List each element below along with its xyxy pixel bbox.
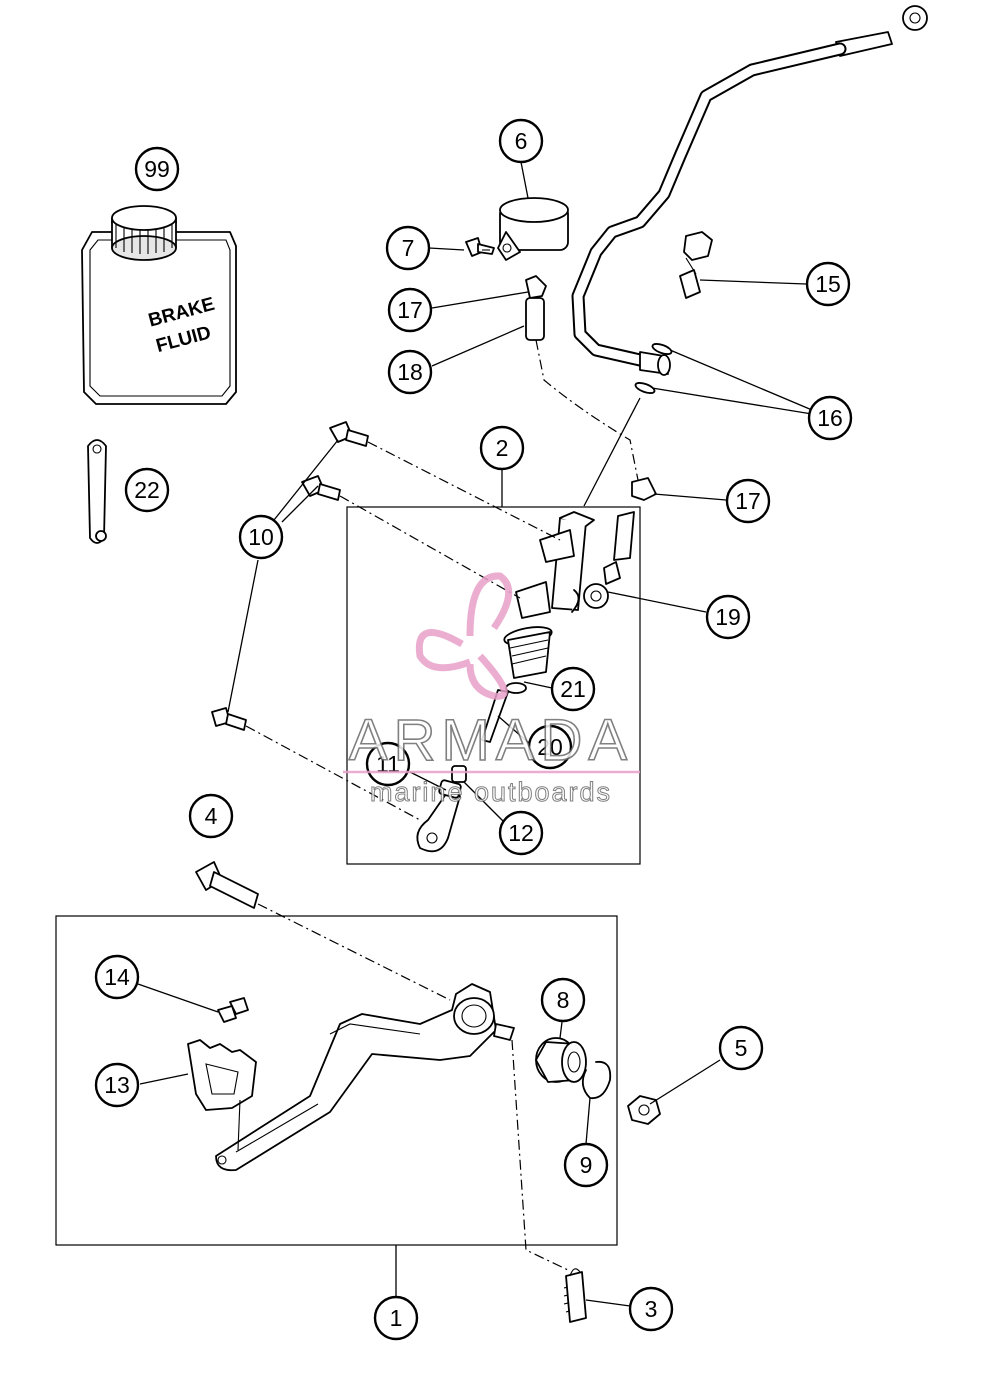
callout-10: 10 (238, 514, 284, 560)
callout-17-mid: 17 (725, 478, 771, 524)
callout-17-upper: 17 (387, 287, 433, 333)
callout-3: 3 (628, 1286, 674, 1332)
callout-21: 21 (550, 666, 596, 712)
callout-15: 15 (805, 261, 851, 307)
fluid-reservoir (497, 197, 569, 341)
bleed-screw (679, 231, 713, 299)
sealing-ring-upper (651, 343, 673, 355)
hose-connector (583, 561, 621, 609)
cotter-pin (87, 439, 107, 544)
pivot-axis (257, 903, 451, 1001)
step-screws (217, 997, 249, 1023)
callout-12: 12 (498, 810, 544, 856)
propeller-logo-icon (415, 572, 513, 700)
leader-lines (137, 161, 813, 1307)
svg-text:17: 17 (397, 297, 423, 323)
svg-text:21: 21 (560, 676, 586, 702)
svg-text:22: 22 (134, 477, 160, 503)
callout-22: 22 (124, 467, 170, 513)
bolt-axis-1 (367, 441, 561, 541)
callout-1: 1 (373, 1295, 419, 1341)
watermark: ARMADA marine outboards (343, 572, 640, 808)
master-cylinder-assembly-box (346, 506, 641, 865)
svg-text:10: 10 (248, 524, 274, 550)
circlip (581, 1060, 612, 1100)
watermark-brand: ARMADA (349, 708, 633, 773)
master-cylinder (481, 511, 595, 743)
hose-route-line (535, 339, 639, 481)
lock-nut (451, 765, 467, 783)
return-spring (563, 1268, 587, 1323)
pivot-bolt (195, 861, 259, 909)
callout-20: 20 (527, 724, 573, 770)
mounting-bolts (211, 421, 369, 731)
svg-text:7: 7 (402, 235, 415, 261)
spring-route-line (511, 1039, 569, 1271)
callout-14: 14 (94, 954, 140, 1000)
callout-11: 11 (365, 741, 411, 787)
svg-text:13: 13 (104, 1072, 130, 1098)
svg-text:16: 16 (817, 405, 843, 431)
brake-line (571, 5, 928, 376)
brake-fluid-bottle: BRAKE FLUID (81, 205, 237, 405)
callout-5: 5 (718, 1025, 764, 1071)
brake-pedal-assembly-box (55, 915, 618, 1246)
pedal-step (187, 1039, 257, 1151)
brake-pedal (215, 983, 515, 1172)
svg-text:12: 12 (508, 820, 534, 846)
svg-text:4: 4 (205, 803, 218, 829)
svg-text:5: 5 (735, 1035, 748, 1061)
callout-8: 8 (540, 977, 586, 1023)
callout-19: 19 (705, 594, 751, 640)
svg-text:9: 9 (580, 1152, 593, 1178)
callout-6: 6 (498, 118, 544, 164)
svg-text:14: 14 (104, 964, 130, 990)
callout-16: 16 (807, 395, 853, 441)
svg-text:1: 1 (390, 1305, 403, 1331)
svg-text:99: 99 (144, 156, 170, 182)
bearing (535, 1037, 587, 1083)
callout-13: 13 (94, 1062, 140, 1108)
callout-99: 99 (134, 146, 180, 192)
svg-text:11: 11 (376, 751, 400, 777)
svg-text:15: 15 (815, 271, 841, 297)
svg-text:3: 3 (645, 1296, 658, 1322)
reservoir-screw (465, 237, 495, 257)
svg-text:6: 6 (515, 128, 528, 154)
sealing-ring-lower (634, 382, 656, 394)
clevis (416, 779, 462, 853)
bolt-axis-2 (339, 495, 521, 599)
bolt-axis-3 (245, 725, 421, 821)
line-to-cylinder (583, 397, 641, 507)
svg-text:8: 8 (557, 987, 570, 1013)
svg-text:20: 20 (537, 734, 563, 760)
callout-9: 9 (563, 1142, 609, 1188)
svg-text:17: 17 (735, 488, 761, 514)
callout-7: 7 (385, 225, 431, 271)
callout-18: 18 (387, 349, 433, 395)
svg-text:2: 2 (496, 435, 509, 461)
svg-text:18: 18 (397, 359, 423, 385)
callout-2: 2 (479, 425, 525, 471)
callout-4: 4 (188, 793, 234, 839)
hose-clamp (613, 477, 657, 561)
watermark-tagline: marine outboards (370, 777, 612, 807)
svg-text:19: 19 (715, 604, 741, 630)
